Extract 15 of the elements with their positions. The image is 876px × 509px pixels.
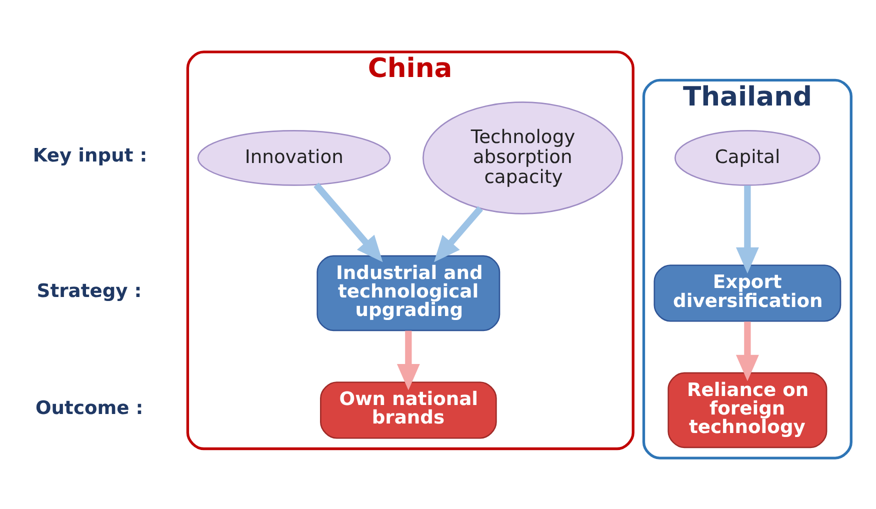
label: Strategy :	[36, 280, 142, 302]
arrow	[736, 321, 759, 381]
node-box: Industrial and technological upgrading	[316, 254, 500, 331]
node-box: Own national brands	[320, 381, 497, 438]
arrow	[434, 206, 484, 262]
label: Outcome :	[35, 397, 144, 418]
node-box: Export diversification	[654, 264, 842, 322]
arrow	[314, 182, 383, 262]
node-box: Reliance on foreign technology	[668, 372, 828, 448]
arrow	[396, 330, 420, 390]
node-ellipse: Capital	[674, 130, 820, 186]
label: Key input :	[32, 145, 148, 166]
node-ellipse: Technology absorption capacity	[422, 101, 624, 214]
node-ellipse: Innovation	[197, 130, 391, 186]
arrow	[736, 184, 759, 274]
